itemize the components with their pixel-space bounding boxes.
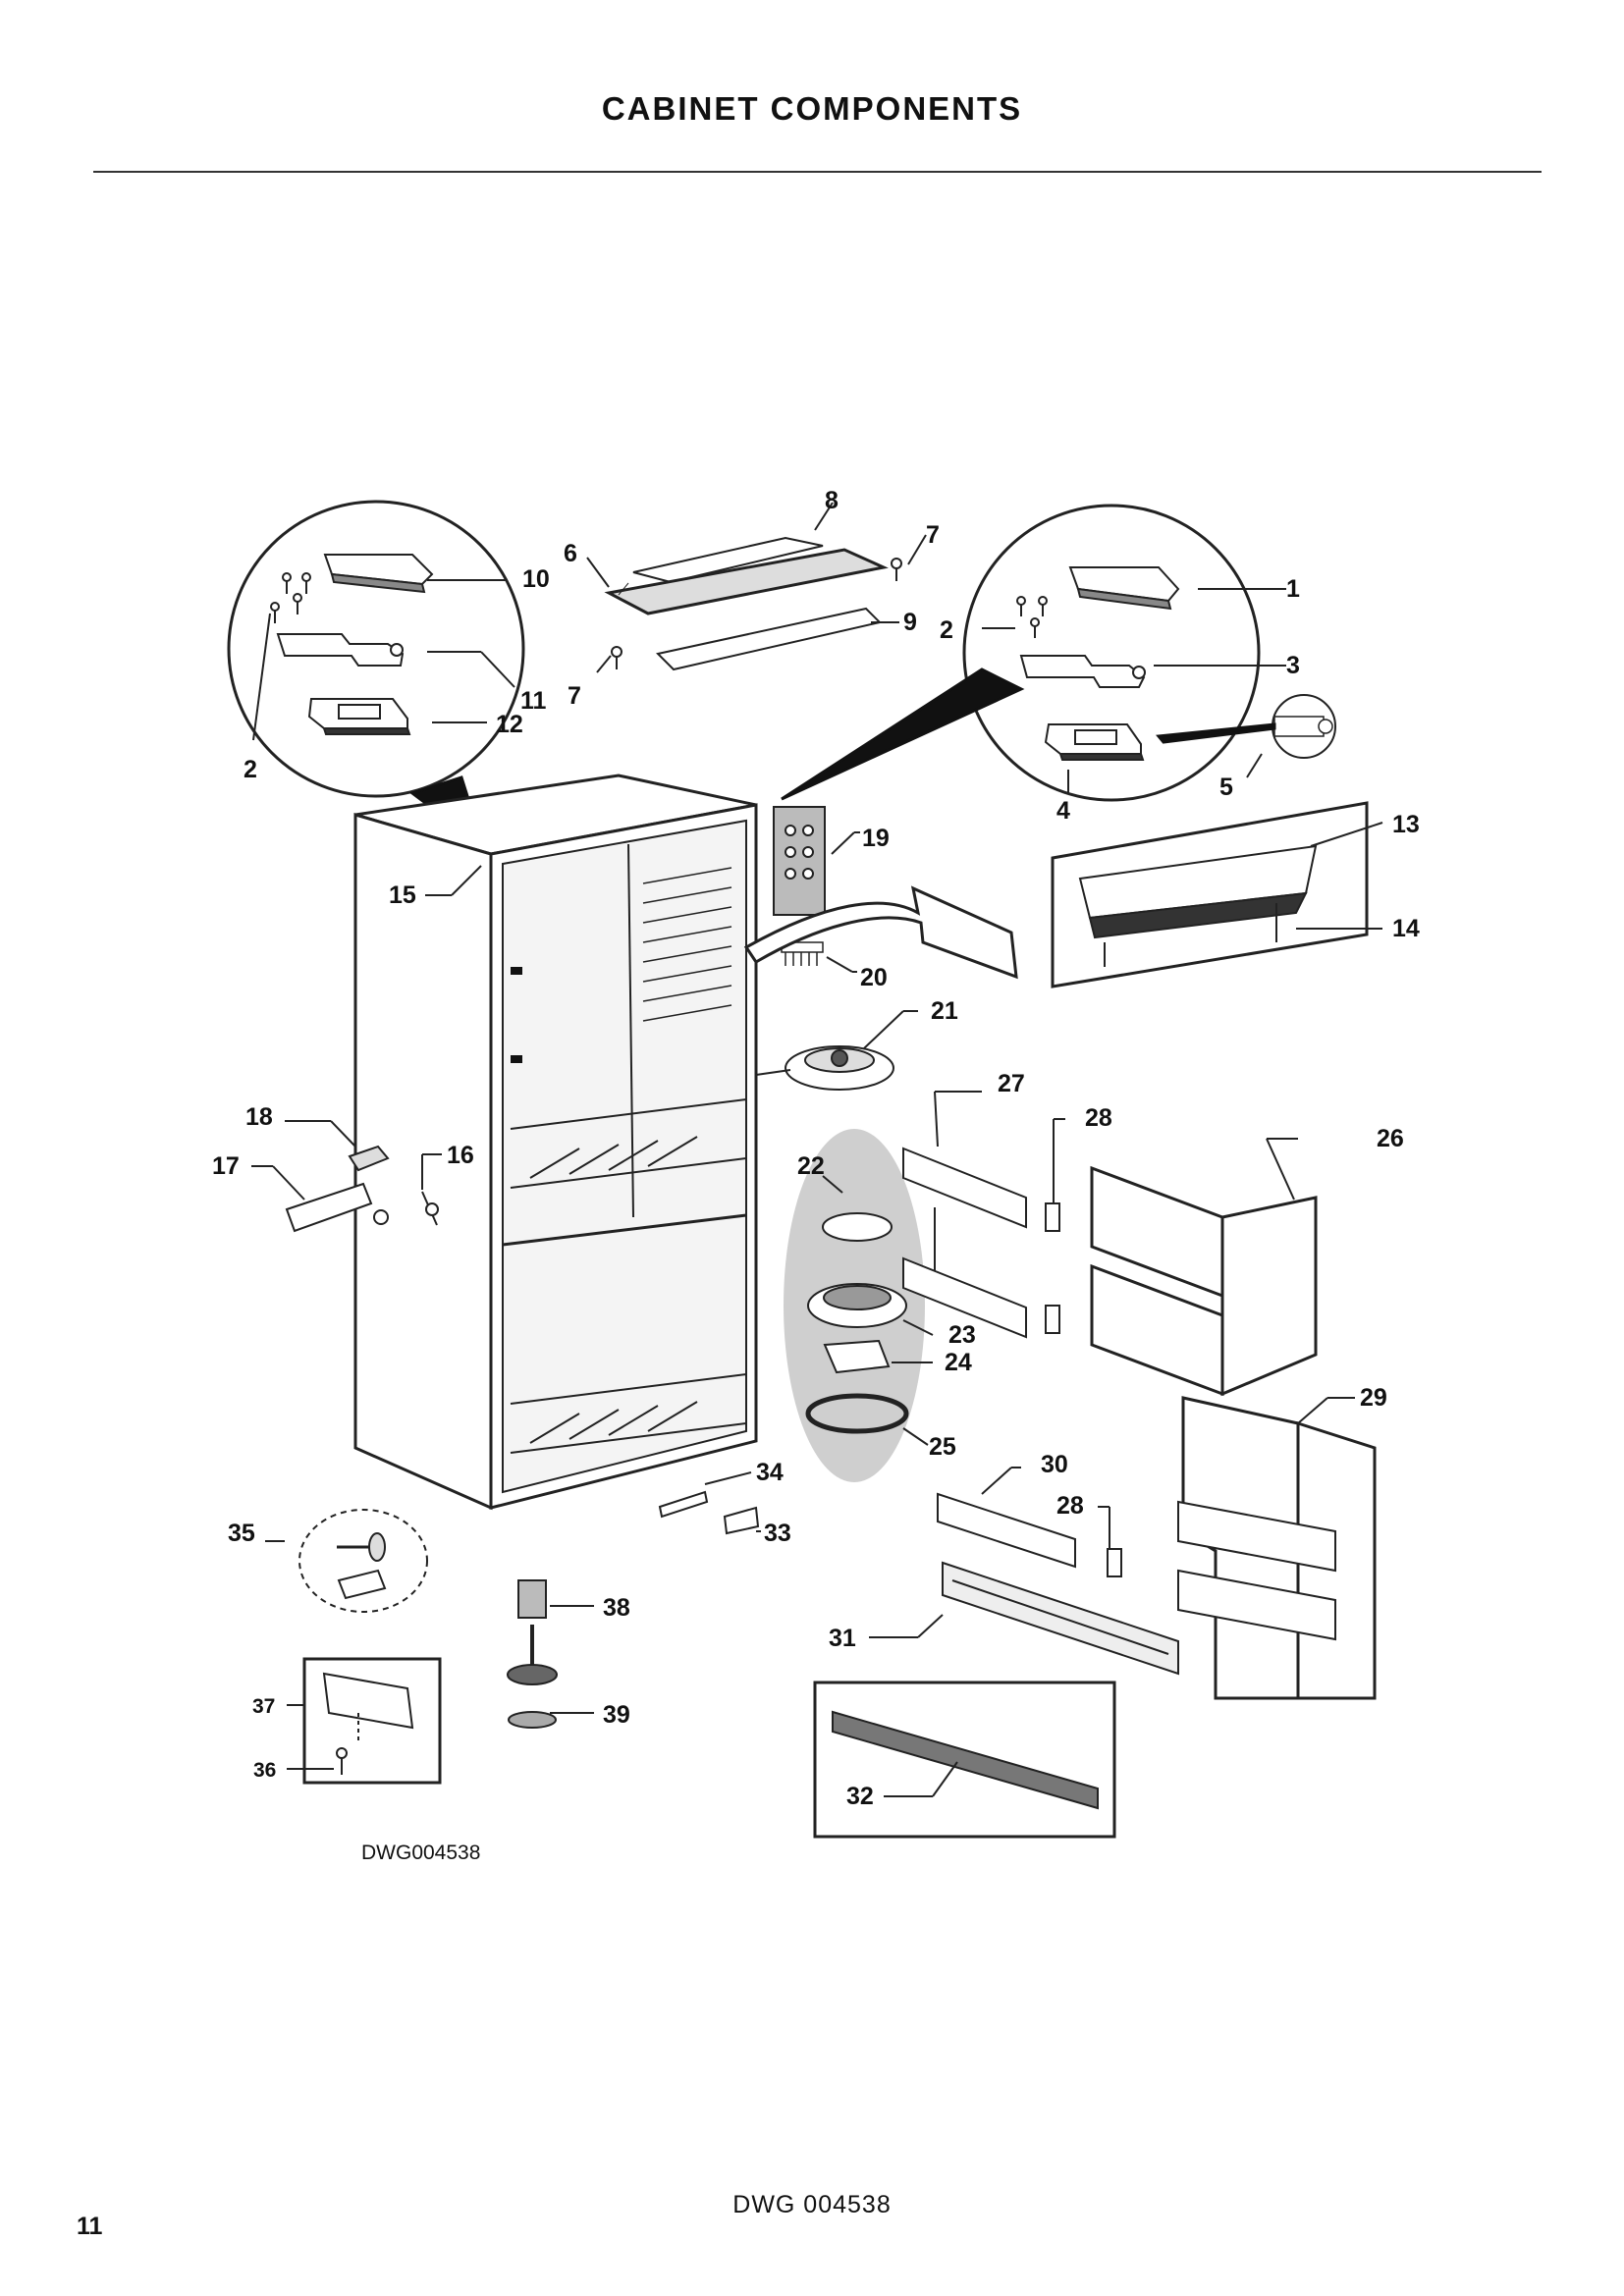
callout-28: 28	[1085, 1104, 1112, 1132]
callout-36: 36	[253, 1759, 276, 1782]
callout-20: 20	[860, 964, 888, 991]
callout-15: 15	[389, 881, 416, 909]
callout-26: 26	[1377, 1125, 1404, 1152]
callout-12: 12	[496, 711, 523, 738]
callout-labels: 1 2 2 3 4 5 6 7 7 8 9 10 11 12 13 14 15 …	[212, 487, 1420, 1810]
callout-9: 9	[903, 609, 917, 636]
callout-16: 16	[447, 1142, 474, 1169]
grille-box	[813, 1681, 1116, 1839]
callout-17: 17	[212, 1152, 240, 1180]
right-hinge-detail	[781, 504, 1336, 802]
crisper-rails	[902, 1091, 1065, 1339]
callout-39: 39	[603, 1701, 630, 1729]
leveling-foot	[507, 1579, 594, 1729]
top-cover-parts	[586, 502, 927, 673]
leveling-detail	[265, 1509, 428, 1613]
top-right-box	[1051, 801, 1383, 988]
callout-6: 6	[564, 540, 577, 567]
callout-14: 14	[1392, 915, 1420, 942]
callout-34: 34	[756, 1459, 784, 1486]
drawing-code: DWG004538	[361, 1842, 481, 1864]
callout-31: 31	[829, 1625, 856, 1652]
callout-32: 32	[846, 1783, 874, 1810]
callout-23: 23	[948, 1321, 976, 1349]
page-number: 11	[77, 2213, 103, 2240]
callout-21: 21	[931, 997, 958, 1025]
callout-30: 30	[1041, 1451, 1068, 1478]
fan-assembly	[755, 1010, 918, 1091]
callout-27: 27	[998, 1070, 1025, 1097]
callout-8: 8	[825, 487, 839, 514]
callout-19: 19	[862, 825, 890, 852]
control-panel-parts	[743, 806, 1018, 980]
page-title: CABINET COMPONENTS	[601, 90, 1023, 127]
light-assembly	[784, 1129, 934, 1482]
callout-28: 28	[1056, 1492, 1084, 1520]
callout-22: 22	[797, 1152, 825, 1180]
title-divider	[93, 171, 1542, 173]
callout-29: 29	[1360, 1384, 1387, 1412]
callout-38: 38	[603, 1594, 630, 1622]
callout-3: 3	[1286, 652, 1300, 679]
callout-7: 7	[568, 682, 581, 710]
small-clips	[658, 1471, 761, 1535]
callout-25: 25	[929, 1433, 956, 1461]
drawer-door	[1177, 1396, 1377, 1700]
callout-13: 13	[1392, 811, 1420, 838]
crisper-door	[1090, 1138, 1318, 1397]
callout-4: 4	[1056, 797, 1070, 825]
callout-35: 35	[228, 1520, 255, 1547]
callout-37: 37	[252, 1695, 275, 1718]
lower-hinge-parts	[251, 1120, 442, 1233]
callout-7: 7	[926, 521, 940, 549]
callout-33: 33	[764, 1520, 791, 1547]
callout-24: 24	[945, 1349, 972, 1376]
bracket-box	[287, 1657, 442, 1785]
callout-11: 11	[520, 687, 547, 715]
drawer-slides	[869, 1467, 1179, 1676]
callout-5: 5	[1219, 774, 1233, 801]
callout-10: 10	[522, 565, 550, 593]
left-hinge-detail	[227, 500, 525, 850]
callout-18: 18	[245, 1103, 273, 1131]
callout-2: 2	[244, 756, 257, 783]
callout-1: 1	[1286, 575, 1300, 603]
footer-drawing-code: DWG 004538	[732, 2191, 892, 2218]
callout-2: 2	[940, 616, 953, 644]
